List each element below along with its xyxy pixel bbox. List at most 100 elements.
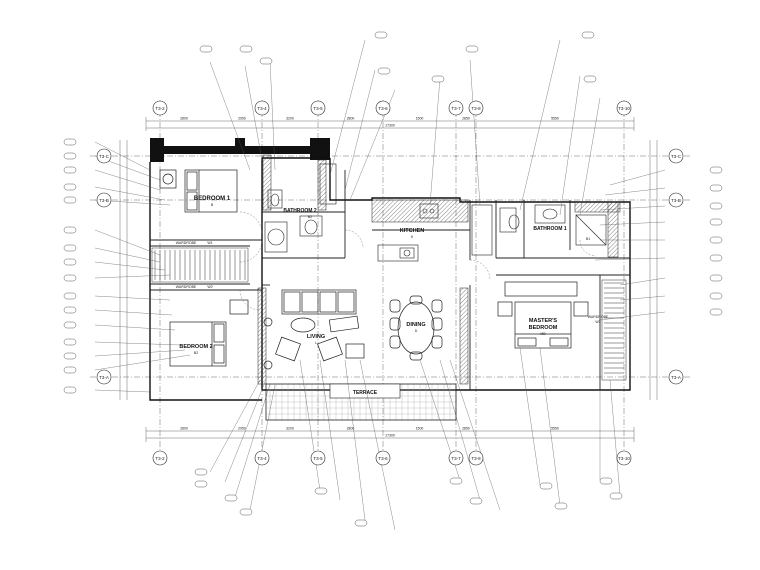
grid-bubble-left: T3-C <box>96 148 112 164</box>
grid-bubble-top: T3-2 <box>152 100 168 116</box>
door-swings <box>239 211 597 311</box>
terrace-area <box>265 383 457 421</box>
grid-bubble-left: T3-A <box>96 369 112 385</box>
grid-bubble-left-text: T3-B <box>99 198 109 203</box>
room-wardrobe3-sub: W3 <box>595 320 600 324</box>
room-master-label: MASTER'S <box>529 318 558 324</box>
grid-bubble-top-text: T3-7 <box>451 106 461 111</box>
room-terrace-label: TERRACE <box>353 390 378 396</box>
room-bedroom2-label: BEDROOM 2 <box>179 344 212 350</box>
structural-walls <box>150 138 330 162</box>
grid-bubble-bottom-text: T3-4 <box>257 456 267 461</box>
grid-bubble-bottom: T3-7 <box>448 450 464 466</box>
grid-bubble-top: T3-4 <box>254 100 270 116</box>
dimension-value: 5550 <box>551 117 559 121</box>
room-bathroom2-sub: B2 <box>308 215 312 219</box>
room-bedroom2-sub: B2 <box>194 351 198 355</box>
wardrobe-racks <box>151 247 627 381</box>
room-living-label: LIVING <box>307 334 325 340</box>
grid-bubble-bottom-text: T3-5 <box>313 456 323 461</box>
kitchen-fixtures <box>377 203 517 262</box>
dimension-value: 2800 <box>347 427 355 431</box>
grid-bubble-bottom: T3-5 <box>310 450 326 466</box>
grid-bubble-right: T3-C <box>668 148 684 164</box>
room-bathroom2-label: BATHROOM 2 <box>283 208 316 214</box>
grid-bubble-bottom: T3-6 <box>375 450 391 466</box>
room-wardrobe2-label: WARDROBE <box>176 285 197 289</box>
grid-bubble-top: T3-7 <box>448 100 464 116</box>
grid-bubble-top-text: T3-4 <box>257 106 267 111</box>
room-bedroom1-label: BEDROOM 1 <box>194 196 231 202</box>
exterior-walls <box>149 157 631 401</box>
dimension-value: 2800 <box>347 117 355 121</box>
grid-bubble-right: T3-B <box>668 192 684 208</box>
room-dining-label: DINING <box>406 322 425 328</box>
living-furniture <box>263 289 365 370</box>
room-master-sub: MB <box>540 332 546 336</box>
bathroom2-fixtures <box>264 163 337 253</box>
room-master-label2: BEDROOM <box>529 325 558 331</box>
room-kitchen-sub: K <box>411 235 414 239</box>
grid-bubble-left-text: T3-A <box>99 375 109 380</box>
dimension-total: 17300 <box>385 124 395 128</box>
dimension-value: 3200 <box>286 427 294 431</box>
grid-bubble-top-text: T3-5 <box>313 106 323 111</box>
grid-bubble-top: T3-10 <box>616 100 632 116</box>
grid-bubbles-top: T3-2 T3-4 T3-5 T3-6 T3-7 T3-8 T3-10 <box>152 100 632 116</box>
dimension-bottom <box>145 427 635 442</box>
callout-tags <box>63 31 723 527</box>
hatched-walls <box>257 154 621 385</box>
room-bedroom1-sub: B <box>211 203 214 207</box>
dimension-value: 2850 <box>462 427 470 431</box>
callout-leaders <box>94 39 666 531</box>
room-bathroom1-sub: B1 <box>586 237 590 241</box>
room-wardrobe3-label: WARDROBE <box>588 315 609 319</box>
grid-bubble-top-text: T3-8 <box>471 106 481 111</box>
grid-bubble-right-text: T3-C <box>671 154 682 159</box>
grid-bubble-bottom: T3-4 <box>254 450 270 466</box>
room-living-sub: L <box>315 341 317 345</box>
interior-walls <box>150 170 630 390</box>
grid-bubble-right-text: T3-A <box>671 375 681 380</box>
grid-bubble-bottom: T3-2 <box>152 450 168 466</box>
room-wardrobe1-label: WARDROBE <box>176 241 197 245</box>
grid-bubble-left-text: T3-C <box>99 154 110 159</box>
grid-bubble-bottom-text: T3-7 <box>451 456 461 461</box>
dimension-value: 1500 <box>416 117 424 121</box>
dimension-value: 1500 <box>416 427 424 431</box>
master-bedroom-furniture <box>497 281 589 349</box>
dimension-texts: 2800 2800 2950 2950 3200 3200 2800 2800 1500 1500… <box>180 117 559 438</box>
dimension-top <box>145 117 635 131</box>
dining-furniture <box>389 295 443 361</box>
bed-bedroom1 <box>159 169 238 213</box>
room-dining-sub: D <box>415 329 418 333</box>
dimension-value: 2950 <box>238 117 246 121</box>
grid-bubble-bottom: T3-10 <box>616 450 632 466</box>
dimension-value: 2850 <box>462 117 470 121</box>
dimension-value: 2950 <box>238 427 246 431</box>
grid-bubble-bottom: T3-8 <box>468 450 484 466</box>
room-bathroom1-label: BATHROOM 1 <box>533 226 566 232</box>
grid-bubble-top-text: T3-2 <box>155 106 165 111</box>
row-bubbles: T3-C T3-C T3-B T3-B T3-A T3-A <box>96 148 684 385</box>
bed-bedroom2 <box>169 299 249 367</box>
dimension-value: 5550 <box>551 427 559 431</box>
dimension-value: 3200 <box>286 117 294 121</box>
grid-bubbles-bottom: T3-2 T3-4 T3-5 T3-6 T3-7 T3-8 T3-10 <box>152 450 632 466</box>
grid-bubble-top: T3-5 <box>310 100 326 116</box>
grid-bubble-bottom-text: T3-10 <box>618 456 630 461</box>
grid-bubble-top-text: T3-10 <box>618 106 630 111</box>
grid-bubble-top-text: T3-6 <box>378 106 388 111</box>
room-kitchen-label: KITCHEN <box>400 228 424 234</box>
grid-bubble-right: T3-A <box>668 369 684 385</box>
grid-bubble-right-text: T3-B <box>671 198 681 203</box>
grid-bubble-bottom-text: T3-6 <box>378 456 388 461</box>
grid-bubble-top: T3-6 <box>375 100 391 116</box>
dimension-sides <box>119 140 658 400</box>
grid-bubble-bottom-text: T3-2 <box>155 456 165 461</box>
room-wardrobe2-sub: W2 <box>207 285 212 289</box>
grid-bubble-left: T3-B <box>96 192 112 208</box>
dimension-value: 2800 <box>180 427 188 431</box>
dimension-value: 2800 <box>180 117 188 121</box>
